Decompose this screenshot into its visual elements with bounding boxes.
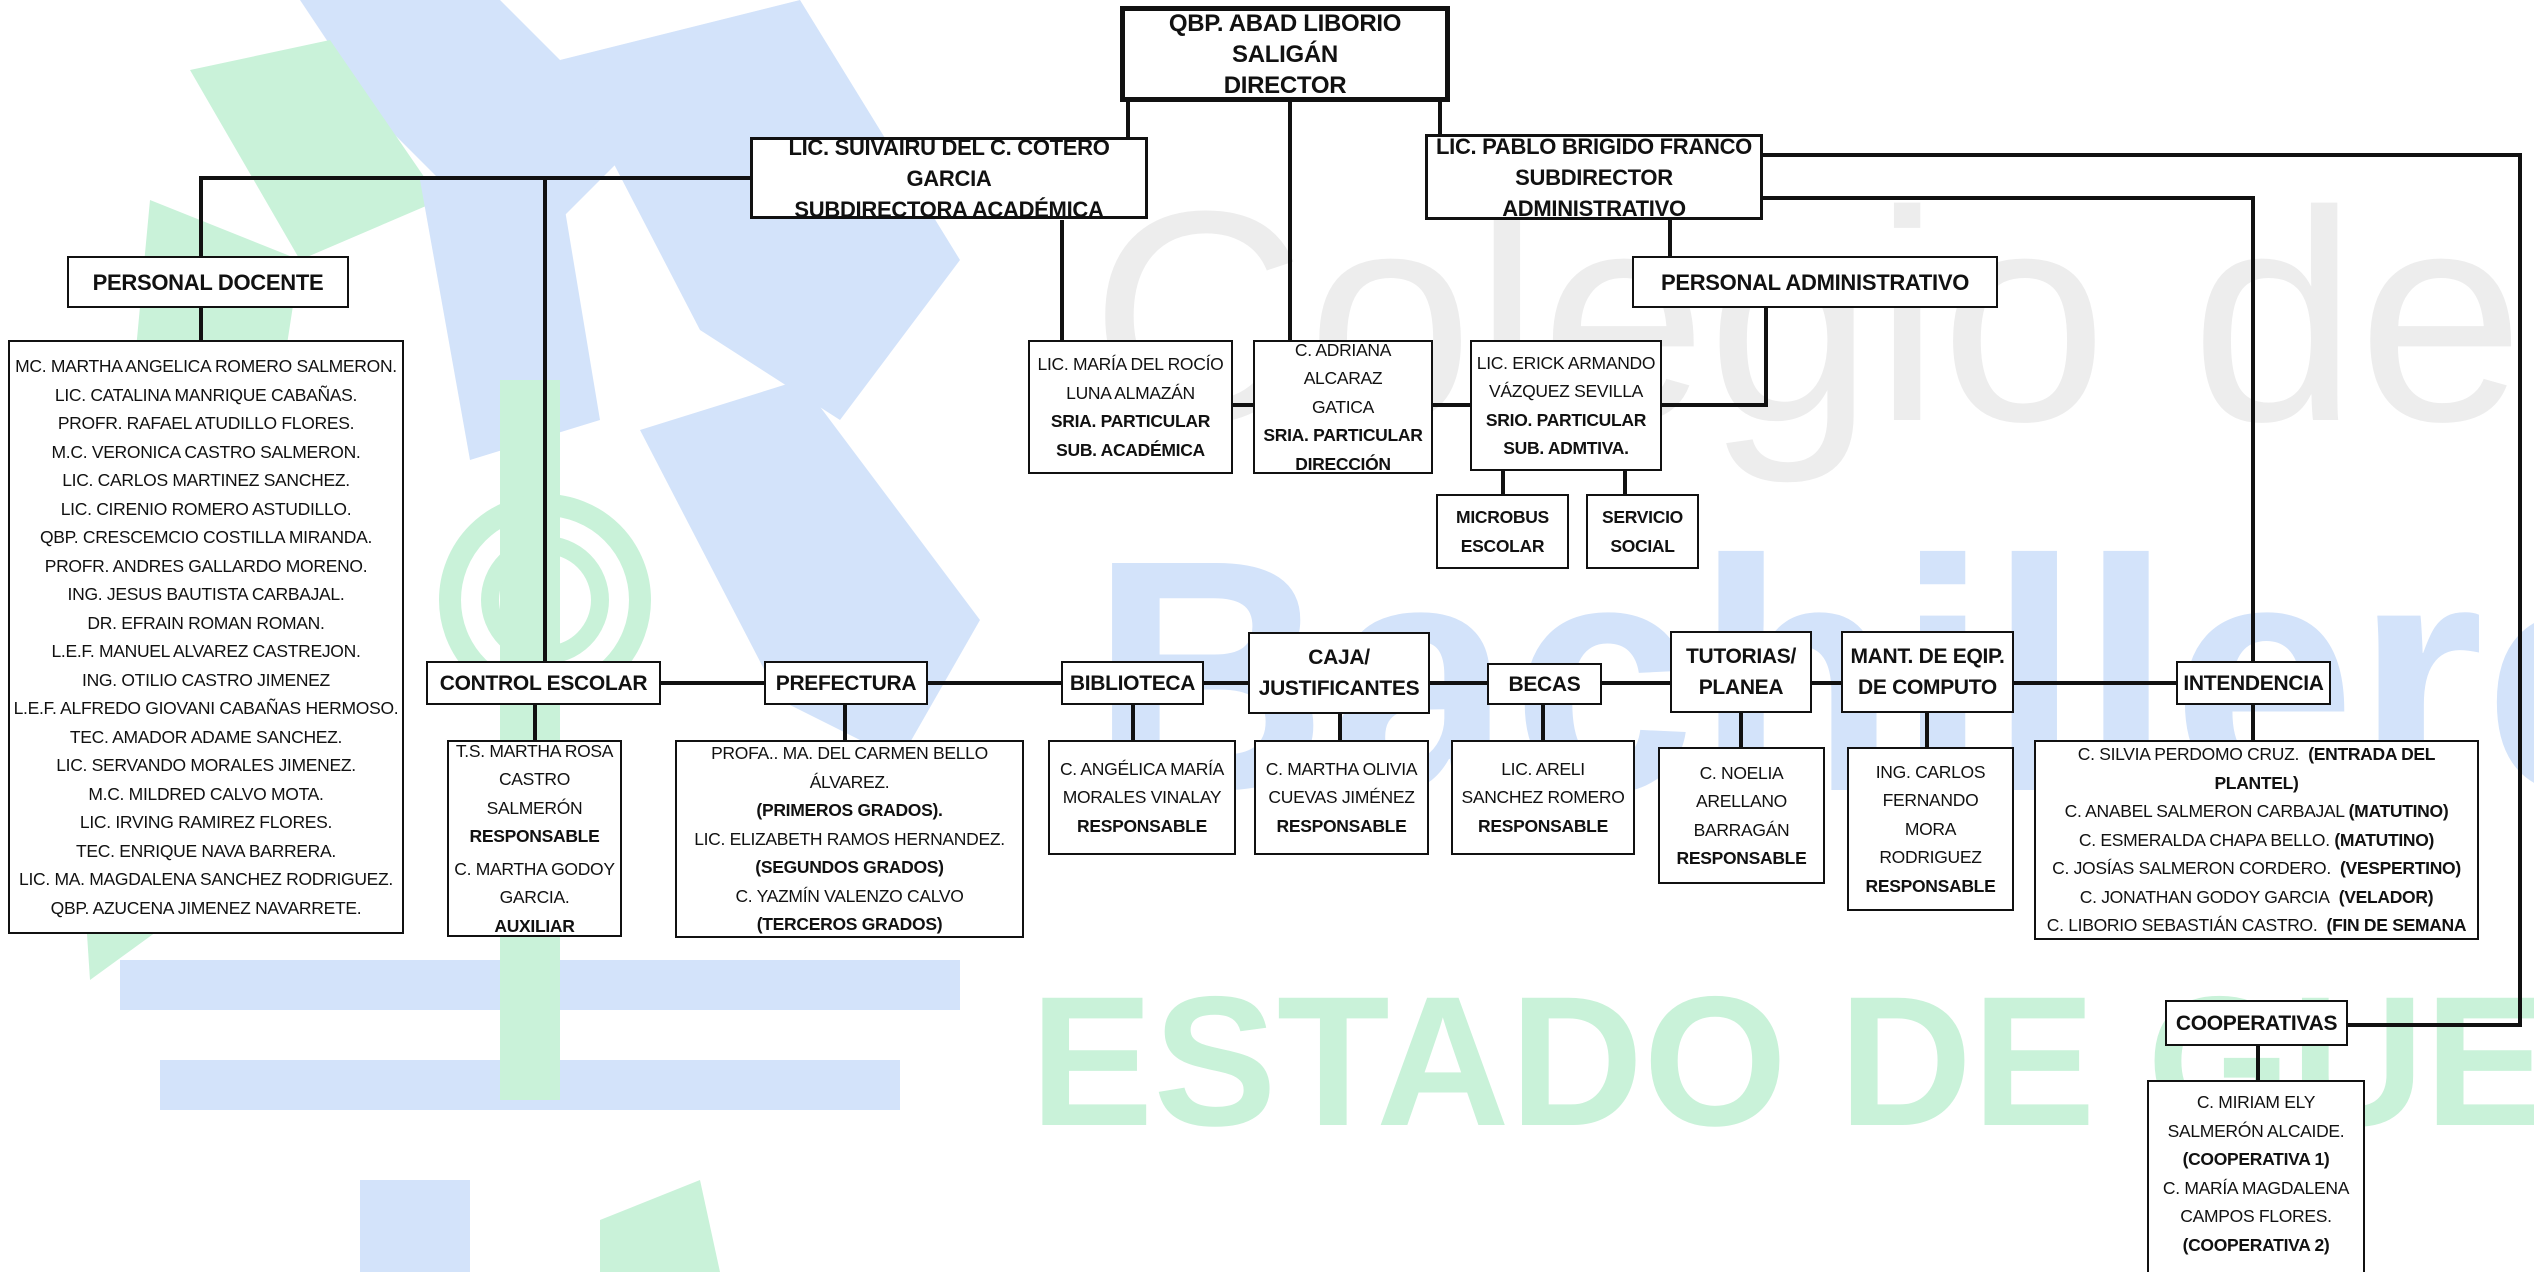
personal-docente-header: PERSONAL DOCENTE [67,256,349,308]
personal-administrativo-header: PERSONAL ADMINISTRATIVO [1632,256,1998,308]
prefectura-header: PREFECTURA [764,661,928,705]
personal-docente-list: MC. MARTHA ANGELICA ROMERO SALMERON. LIC… [8,340,404,934]
docente-item: LIC. IRVING RAMIREZ FLORES. [79,812,333,832]
docente-item: M.C. VERONICA CASTRO SALMERON. [51,441,361,462]
docente-item: QBP. AZUCENA JIMENEZ NAVARRETE. [50,897,362,918]
docente-item: LIC. SERVANDO MORALES JIMENEZ. [56,755,356,775]
intendencia-item: C. LIBORIO SEBASTIÁN CASTRO. (FIN DE SEM… [2046,915,2467,936]
subdirector-administrativo-title: SUBDIRECTOR ADMINISTRATIVO [1502,164,1686,221]
docente-item: PROFR. ANDRES GALLARDO MORENO. [44,555,368,576]
docente-item: L.E.F. MANUEL ALVAREZ CASTREJON. [51,641,361,661]
intendencia-item: C. JONATHAN GODOY GARCIA (VELADOR) [2079,886,2434,907]
becas-header: BECAS [1487,663,1602,705]
docente-item: LIC. CARLOS MARTINEZ SANCHEZ. [62,470,350,490]
control-escolar-header: CONTROL ESCOLAR [426,661,661,705]
docente-item: LIC. MA. MAGDALENA SANCHEZ RODRIGUEZ. [19,869,393,889]
biblioteca-header: BIBLIOTECA [1061,661,1204,705]
docente-item: LIC. CIRENIO ROMERO ASTUDILLO. [60,498,352,519]
cooperativas-header: COOPERATIVAS [2165,1000,2348,1046]
tutorias-planea-staff: C. NOELIA ARELLANO BARRAGÁN RESPONSABLE [1658,747,1825,884]
docente-item: TEC. AMADOR ADAME SANCHEZ. [69,726,343,747]
docente-item: M.C. MILDRED CALVO MOTA. [88,783,324,804]
prefectura-staff: PROFA.. MA. DEL CARMEN BELLO ÁLVAREZ. (P… [675,740,1024,938]
biblioteca-staff: C. ANGÉLICA MARÍA MORALES VINALAY RESPON… [1048,740,1236,855]
srio-administrativo-box: LIC. ERICK ARMANDO VÁZQUEZ SEVILLA SRIO.… [1470,340,1662,471]
caja-justificantes-header: CAJA/ JUSTIFICANTES [1248,632,1430,714]
personal-administrativo-title: PERSONAL ADMINISTRATIVO [1660,269,1970,295]
caja-justificantes-staff: C. MARTHA OLIVIA CUEVAS JIMÉNEZ RESPONSA… [1254,740,1429,855]
sria-direccion-box: C. ADRIANA ALCARAZ GATICA SRIA. PARTICUL… [1253,340,1433,474]
sria-academica-box: LIC. MARÍA DEL ROCÍO LUNA ALMAZÁN SRIA. … [1028,340,1233,474]
becas-staff: LIC. ARELI SANCHEZ ROMERO RESPONSABLE [1451,740,1635,855]
intendencia-item: C. ESMERALDA CHAPA BELLO. (MATUTINO) [2078,829,2435,850]
intendencia-item: C. JOSÍAS SALMERON CORDERO. (VESPERTINO) [2052,858,2461,879]
docente-item: ING. JESUS BAUTISTA CARBAJAL. [67,584,345,604]
intendencia-header: INTENDENCIA [2176,661,2331,705]
docente-item: DR. EFRAIN ROMAN ROMAN. [87,612,325,633]
docente-item: QBP. CRESCEMCIO COSTILLA MIRANDA. [39,527,373,547]
director-name: QBP. ABAD LIBORIO SALIGÁN [1168,9,1402,68]
servicio-social-box: SERVICIO SOCIAL [1586,494,1699,569]
control-escolar-staff: T.S. MARTHA ROSA CASTRO SALMERÓN RESPONS… [447,740,622,937]
docente-item: TEC. ENRIQUE NAVA BARRERA. [76,840,336,861]
subdirectora-academica-name: LIC. SUIVAIRU DEL C. COTERO GARCIA [788,134,1110,191]
cooperativas-staff: C. MIRIAM ELY SALMERÓN ALCAIDE. (COOPERA… [2147,1080,2365,1272]
personal-docente-title: PERSONAL DOCENTE [92,269,324,295]
tutorias-planea-header: TUTORIAS/ PLANEA [1670,631,1812,713]
microbus-escolar-box: MICROBUS ESCOLAR [1436,494,1569,569]
director-title: DIRECTOR [1223,71,1347,99]
docente-item: L.E.F. ALFREDO GIOVANI CABAÑAS HERMOSO. [13,698,399,718]
intendencia-item: C. SILVIA PERDOMO CRUZ. (ENTRADA DEL PLA… [2077,744,2436,793]
subdirector-administrativo-name: LIC. PABLO BRIGIDO FRANCO [1436,133,1752,159]
docente-item: PROFR. RAFAEL ATUDILLO FLORES. [57,413,355,433]
docente-item: MC. MARTHA ANGELICA ROMERO SALMERON. [15,356,397,376]
mantenimiento-computo-header: MANT. DE EQIP. DE COMPUTO [1841,631,2014,713]
subdirectora-academica-title: SUBDIRECTORA ACADÉMICA [794,196,1104,222]
mantenimiento-computo-staff: ING. CARLOS FERNANDO MORA RODRIGUEZ RESP… [1847,747,2014,911]
docente-item: LIC. CATALINA MANRIQUE CABAÑAS. [54,384,358,405]
director-box: QBP. ABAD LIBORIO SALIGÁN DIRECTOR [1120,6,1450,102]
docente-item: ING. OTILIO CASTRO JIMENEZ [82,669,330,690]
intendencia-staff: C. SILVIA PERDOMO CRUZ. (ENTRADA DEL PLA… [2034,740,2479,940]
subdirectora-academica-box: LIC. SUIVAIRU DEL C. COTERO GARCIA SUBDI… [750,135,1148,222]
subdirector-administrativo-box: LIC. PABLO BRIGIDO FRANCO SUBDIRECTOR AD… [1425,133,1763,221]
intendencia-item: C. ANABEL SALMERON CARBAJAL (MATUTINO) [2064,801,2449,822]
